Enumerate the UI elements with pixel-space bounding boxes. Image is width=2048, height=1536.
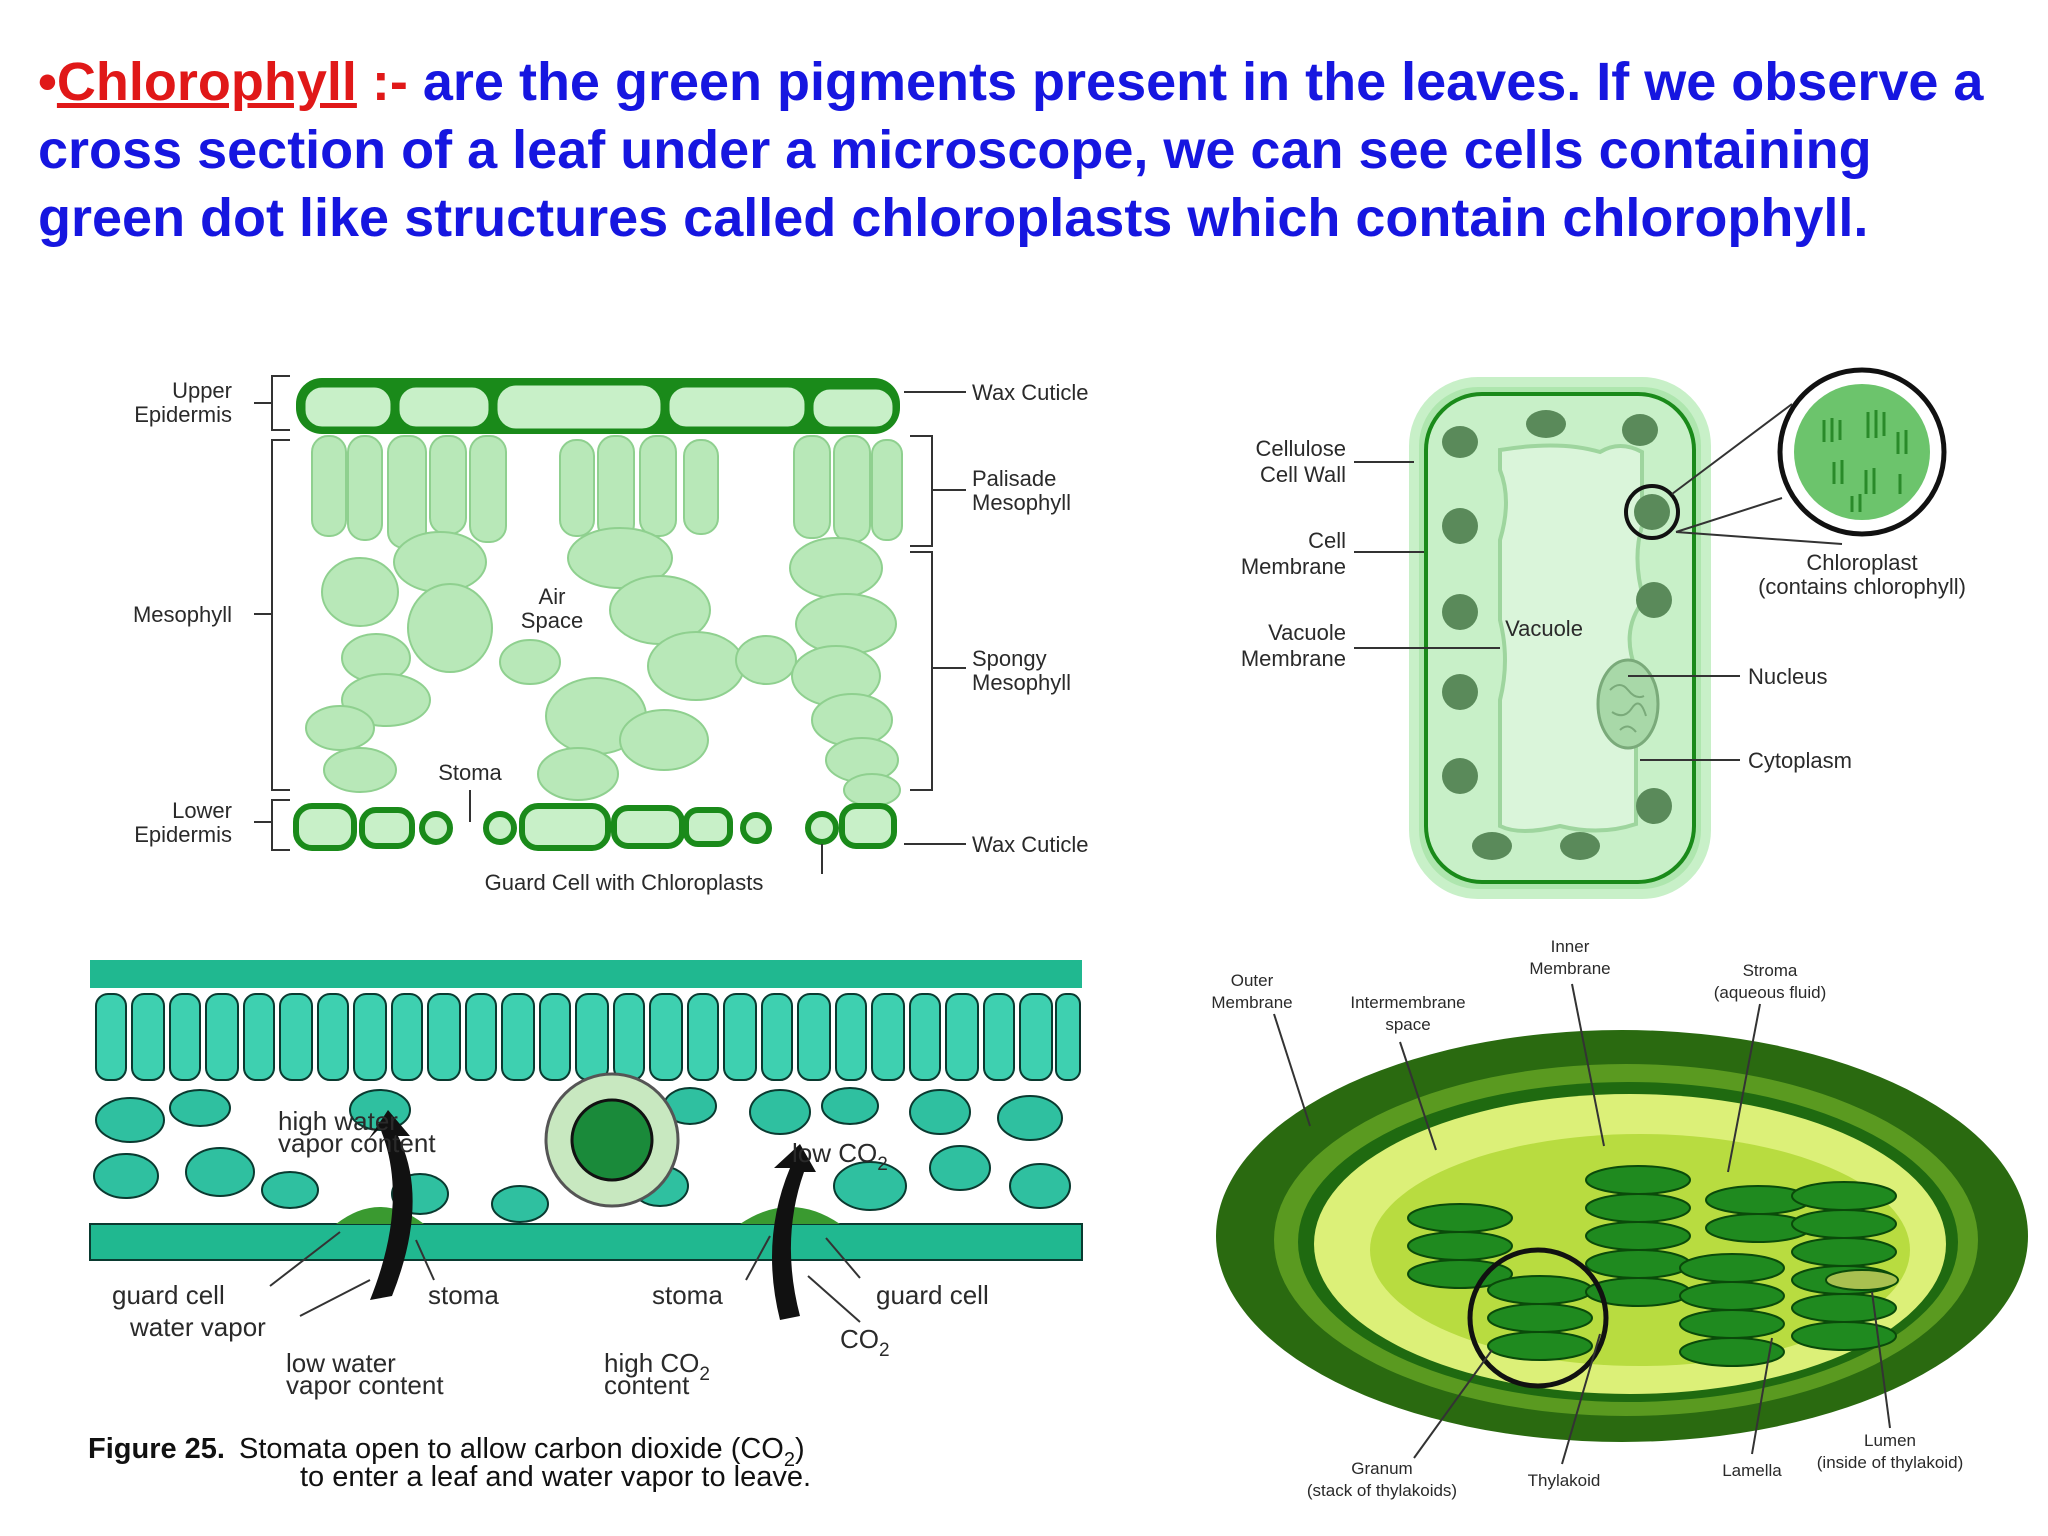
label-cell-wall-2: Cell Wall [1260, 462, 1346, 487]
plant-cell: Cellulose Cell Wall Cell Membrane Vacuol… [1241, 367, 1966, 899]
label-lumen-2: (inside of thylakoid) [1817, 1453, 1963, 1472]
label-lamella: Lamella [1722, 1461, 1782, 1480]
caption-line1-text: Stomata open to allow carbon dioxide (CO [239, 1433, 784, 1465]
label-wax-cuticle-bottom: Wax Cuticle [972, 832, 1089, 857]
stomata-label-lines [269, 1231, 861, 1323]
stomata-figure: high water vapor content low CO2 guard c… [88, 960, 1083, 1493]
nucleus-texture [1609, 684, 1647, 733]
label-co2-sub: 2 [879, 1340, 890, 1361]
bullet: • [38, 52, 57, 112]
label-cell-membrane-1: Cell [1308, 528, 1346, 553]
label-upper-epidermis-2: Epidermis [134, 402, 232, 427]
label-lower-epidermis-2: Epidermis [134, 822, 232, 847]
thylakoid-stacks [1407, 1165, 1897, 1367]
leaf-cross-section: Upper Epidermis Mesophyll Lower Epidermi… [133, 375, 1089, 895]
chloroplast-zoom-fill [1794, 384, 1930, 520]
label-lower-epidermis-1: Lower [172, 798, 232, 823]
figure-number: Figure 25. [88, 1433, 225, 1465]
label-chloroplast-1: Chloroplast [1806, 550, 1917, 575]
label-high-water-1: high water [278, 1106, 398, 1136]
lumen-highlight [1825, 1269, 1899, 1291]
label-water-vapor: water vapor [129, 1312, 266, 1342]
label-vacuole: Vacuole [1505, 616, 1583, 641]
upper-epidermis-cells [302, 382, 896, 432]
label-spongy-1: Spongy [972, 646, 1047, 671]
label-high-co2-2: content [604, 1370, 690, 1400]
label-cell-wall-1: Cellulose [1256, 436, 1347, 461]
label-nucleus: Nucleus [1748, 664, 1827, 689]
label-low-water-2: vapor content [286, 1370, 444, 1400]
chloroplast-zoom-grana [1822, 410, 1908, 512]
label-vacuole-membrane-1: Vacuole [1268, 620, 1346, 645]
lower-epidermis-cells [293, 803, 897, 851]
separator: :- [356, 52, 423, 112]
upper-epidermis-band [90, 960, 1082, 988]
label-outer-membrane-1: Outer [1231, 971, 1274, 990]
label-low-co2-sub: 2 [877, 1154, 888, 1175]
label-lumen-1: Lumen [1864, 1431, 1916, 1450]
chlorophyll-term: Chlorophyll [56, 52, 357, 112]
lower-epidermis-band [89, 1223, 1083, 1261]
label-stroma-1: Stroma [1743, 961, 1798, 980]
nucleus [1596, 658, 1660, 750]
label-mesophyll: Mesophyll [133, 602, 232, 627]
label-co2: CO2 [840, 1324, 890, 1361]
spongy-cells [305, 527, 901, 807]
label-guard-cell-left: guard cell [112, 1280, 225, 1310]
label-intermembrane-2: space [1385, 1015, 1430, 1034]
label-stoma: Stoma [438, 760, 502, 785]
label-wax-cuticle-top: Wax Cuticle [972, 380, 1089, 405]
water-vapor-arrow [368, 1110, 413, 1300]
cell-label-lines [1354, 403, 1843, 761]
label-cell-membrane-2: Membrane [1241, 554, 1346, 579]
label-stoma-right: stoma [652, 1280, 723, 1310]
label-palisade-1: Palisade [972, 466, 1056, 491]
label-granum-2: (stack of thylakoids) [1307, 1481, 1457, 1500]
label-inner-membrane-1: Inner [1551, 937, 1590, 956]
palisade-band [95, 993, 1081, 1081]
label-thylakoid: Thylakoid [1528, 1471, 1601, 1490]
label-co2-text: CO [840, 1324, 879, 1354]
palisade-cells [311, 435, 903, 549]
co2-arrow [772, 1144, 816, 1320]
vein-core [570, 1098, 654, 1182]
label-palisade-2: Mesophyll [972, 490, 1071, 515]
label-high-co2-text: high CO [604, 1348, 699, 1378]
caption-sub: 2 [784, 1449, 795, 1471]
label-low-co2: low CO2 [792, 1138, 888, 1175]
label-high-water-2: vapor content [278, 1128, 436, 1158]
label-outer-membrane-2: Membrane [1211, 993, 1292, 1012]
label-chloroplast-2: (contains chlorophyll) [1758, 574, 1966, 599]
leaf-label-lines [254, 375, 966, 874]
chloroplast-label-lines [1273, 983, 1891, 1465]
label-air-space-1: Air [539, 584, 566, 609]
label-granum-1: Granum [1351, 1459, 1412, 1478]
figure-caption-line2: to enter a leaf and water vapor to leave… [300, 1461, 811, 1493]
figure-caption-line1: Figure 25. Stomata open to allow carbon d… [88, 1433, 805, 1471]
cell-chloroplasts [1442, 410, 1672, 860]
label-guard-cell-right: guard cell [876, 1280, 989, 1310]
label-inner-membrane-2: Membrane [1529, 959, 1610, 978]
label-high-co2-1: high CO2 [604, 1348, 710, 1385]
granum-highlight [1467, 1247, 1609, 1389]
chloroplast-structure: Outer Membrane Intermembrane space Inner… [1211, 937, 2028, 1500]
label-spongy-2: Mesophyll [972, 670, 1071, 695]
label-guard-cell: Guard Cell with Chloroplasts [485, 870, 764, 895]
label-cytoplasm: Cytoplasm [1748, 748, 1852, 773]
chloroplast-highlight [1624, 484, 1680, 540]
label-upper-epidermis-1: Upper [172, 378, 232, 403]
label-stoma-left: stoma [428, 1280, 499, 1310]
intro-paragraph: •Chlorophyll :- are the green pigments p… [38, 48, 2018, 252]
label-vacuole-membrane-2: Membrane [1241, 646, 1346, 671]
label-low-co2-text: low CO [792, 1138, 877, 1168]
label-low-water-1: low water [286, 1348, 396, 1378]
caption-line1-end: ) [795, 1433, 805, 1465]
label-intermembrane-1: Intermembrane [1350, 993, 1465, 1012]
label-air-space-2: Space [521, 608, 583, 633]
label-stroma-2: (aqueous fluid) [1714, 983, 1826, 1002]
label-high-co2-sub: 2 [699, 1364, 710, 1385]
intro-text: are the green pigments present in the le… [38, 52, 1984, 248]
